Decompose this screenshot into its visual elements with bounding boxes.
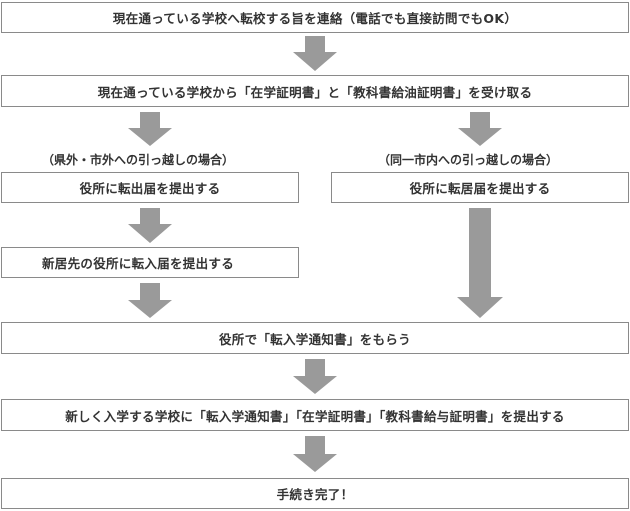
arrow-down-left-branch bbox=[128, 112, 172, 146]
arrow-down-left-2 bbox=[128, 208, 172, 243]
step-receive-transfer-notice: 役所で「転入学通知書」をもらう bbox=[1, 322, 629, 354]
arrow-down-1 bbox=[293, 36, 337, 71]
branch-label-other-city: （県外・市外への引っ越しの場合） bbox=[42, 153, 235, 167]
step-complete: 手続き完了！ bbox=[1, 478, 629, 509]
step-receive-certificates: 現在通っている学校から「在学証明書」と「教科書給油証明書」を受け取る bbox=[1, 75, 629, 107]
step-contact-school: 現在通っている学校へ転校する旨を連絡（電話でも直接訪問でもOK） bbox=[1, 2, 629, 33]
step-submit-move-in: 新居先の役所に転入届を提出する bbox=[1, 247, 299, 278]
step-submit-address-change: 役所に転居届を提出する bbox=[331, 172, 629, 203]
branch-label-same-city: （同一市内への引っ越しの場合） bbox=[378, 153, 559, 167]
step-submit-move-out: 役所に転出届を提出する bbox=[1, 172, 299, 203]
step-submit-to-new-school: 新しく入学する学校に「転入学通知書」「在学証明書」「教科書給与証明書」を提出する bbox=[1, 399, 629, 431]
arrow-down-5 bbox=[293, 359, 337, 394]
arrow-down-6 bbox=[293, 436, 337, 472]
arrow-down-right-branch bbox=[458, 112, 502, 146]
arrow-down-right-long bbox=[457, 208, 503, 318]
arrow-down-left-3 bbox=[128, 283, 172, 318]
